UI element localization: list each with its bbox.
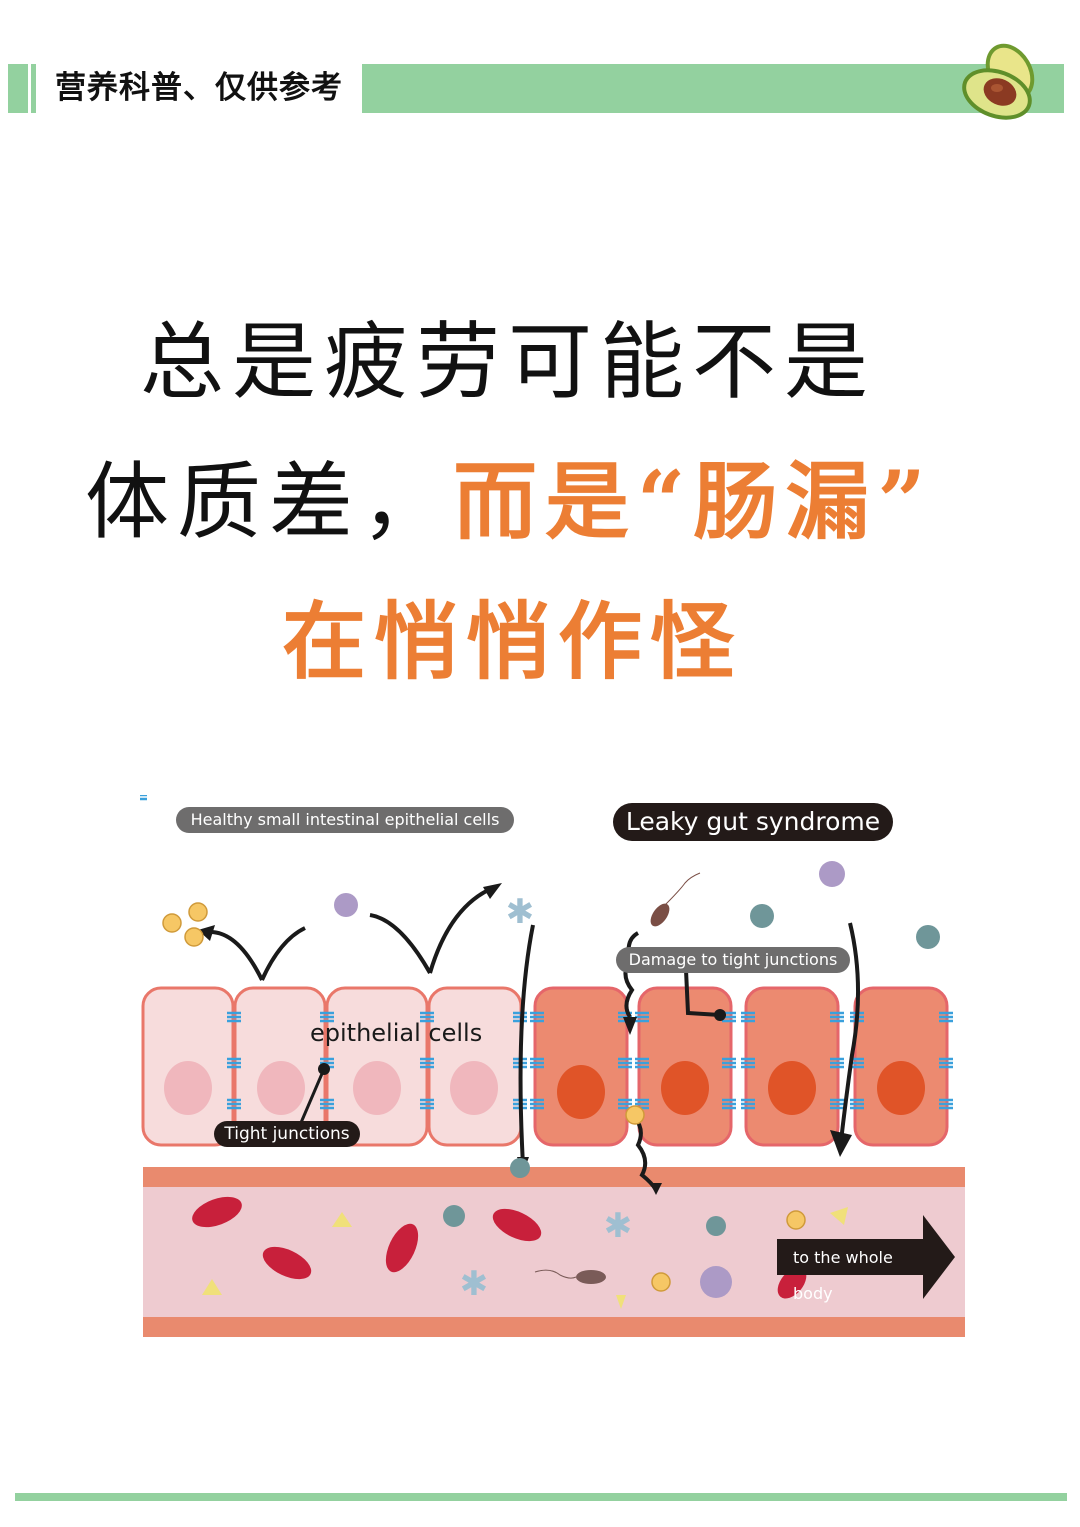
headline-line-2-black: 体质差， <box>85 453 454 551</box>
header-accent-bar <box>8 64 28 113</box>
leaky-gut-label: Leaky gut syndrome <box>613 803 893 841</box>
whole-body-label: to the whole body <box>793 1248 893 1303</box>
header-green-band <box>362 64 1064 113</box>
headline-line-2: 体质差，而是“肠漏” <box>85 452 1080 552</box>
svg-text:✱: ✱ <box>604 1206 633 1246</box>
footer-divider <box>15 1493 1067 1501</box>
header-label: 营养科普、仅供参考 <box>55 70 343 106</box>
headline-line-2-orange: 而是“肠漏” <box>453 452 934 551</box>
epithelial-cells-label: epithelial cells <box>310 1019 483 1047</box>
svg-text:✱: ✱ <box>506 892 535 932</box>
damage-tight-junctions-label: Damage to tight junctions <box>616 947 850 973</box>
vessel-wall-bottom <box>143 1317 965 1337</box>
tight-junctions-label: Tight junctions <box>214 1121 360 1147</box>
leaky-gut-diagram: ✱ ✱ ✱ Healthy small intestinal epithelia… <box>140 795 980 1355</box>
headline-line-3: 在悄悄作怪 <box>282 592 743 691</box>
vessel-wall-top <box>143 1167 965 1187</box>
header-accent-bar-thin <box>31 64 36 113</box>
avocado-icon <box>962 43 1035 120</box>
headline-line-1: 总是疲劳可能不是 <box>140 313 877 411</box>
svg-text:✱: ✱ <box>460 1264 489 1304</box>
diagram-graphic: ✱ ✱ ✱ <box>140 795 965 1337</box>
whole-body-arrow <box>777 1215 955 1299</box>
healthy-cells-label: Healthy small intestinal epithelial cell… <box>176 807 514 833</box>
